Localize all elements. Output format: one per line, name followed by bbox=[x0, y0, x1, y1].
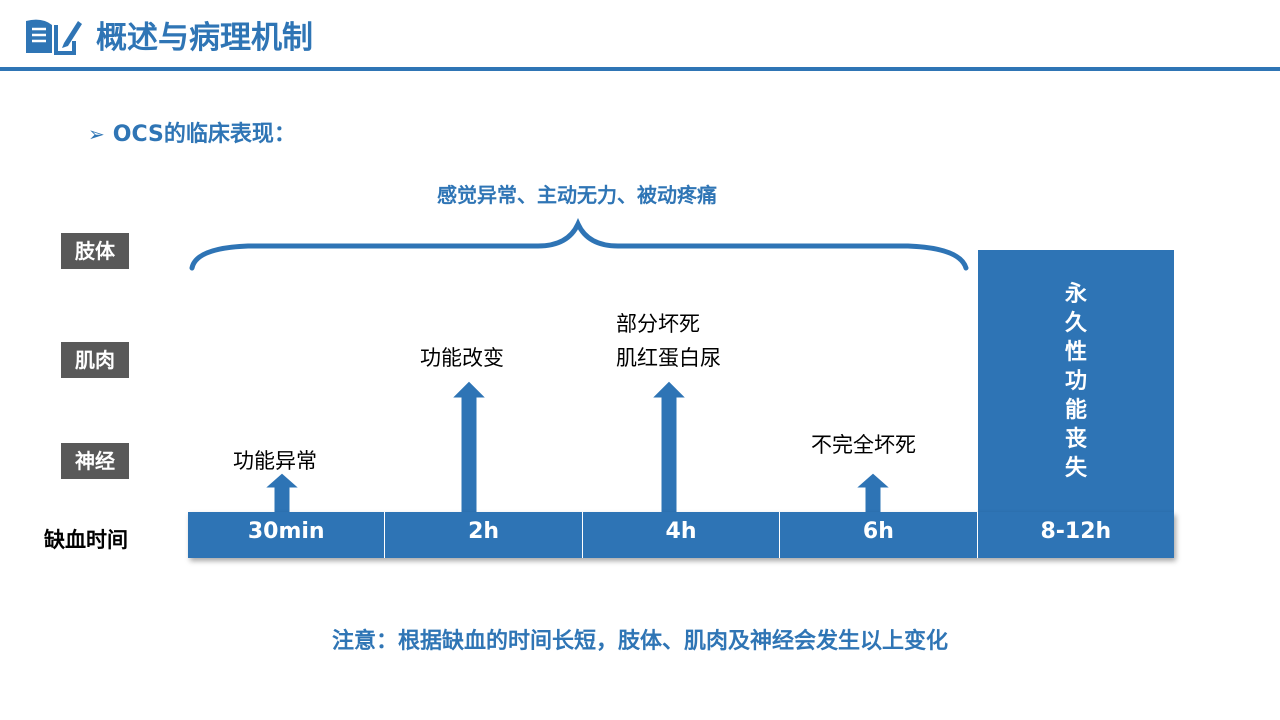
arrow-up-icon bbox=[651, 380, 687, 514]
permanent-char: 能 bbox=[1064, 398, 1087, 423]
timeline-segment-6h: 6h bbox=[780, 512, 978, 558]
footnote: 注意：根据缺血的时间长短，肢体、肌肉及神经会发生以上变化 bbox=[331, 629, 948, 654]
row-label-limb: 肢体 bbox=[61, 233, 129, 269]
row-label-nerve: 神经 bbox=[61, 443, 129, 479]
permanent-char: 永 bbox=[1064, 282, 1087, 307]
event-myoglobinuria: 肌红蛋白尿 bbox=[616, 346, 721, 370]
limb-symptoms: 感觉异常、主动无力、被动疼痛 bbox=[437, 183, 717, 207]
bullet-arrow-icon: ➢ bbox=[88, 122, 105, 146]
curly-brace bbox=[189, 218, 969, 271]
arrow-up-icon bbox=[855, 472, 891, 514]
permanent-char: 失 bbox=[1064, 456, 1087, 481]
permanent-loss-text: 永 久 性 功 能 丧 失 bbox=[978, 280, 1174, 483]
page-title: 概述与病理机制 bbox=[96, 20, 313, 56]
arrow-up-icon bbox=[451, 380, 487, 514]
event-nerve-dysfunction: 功能异常 bbox=[233, 449, 317, 473]
section-title: OCS的临床表现： bbox=[112, 122, 296, 147]
timeline-segment-4h: 4h bbox=[582, 512, 781, 558]
timeline-segment-8-12h: 8-12h bbox=[977, 512, 1175, 558]
permanent-char: 功 bbox=[1064, 369, 1087, 394]
event-muscle-change: 功能改变 bbox=[420, 346, 504, 370]
title-divider bbox=[0, 67, 1280, 71]
event-incomplete-necrosis: 不完全坏死 bbox=[811, 433, 916, 457]
timeline-segment-30min: 30min bbox=[188, 512, 386, 558]
book-pen-icon bbox=[26, 19, 82, 55]
permanent-char: 久 bbox=[1064, 311, 1087, 336]
row-label-muscle: 肌肉 bbox=[61, 342, 129, 378]
row-label-time: 缺血时间 bbox=[44, 528, 128, 552]
timeline-segment-2h: 2h bbox=[385, 512, 583, 558]
permanent-char: 丧 bbox=[1064, 427, 1087, 452]
ischemia-timeline: 30min 2h 4h 6h 8-12h bbox=[188, 512, 1175, 558]
event-partial-necrosis: 部分坏死 bbox=[616, 312, 700, 336]
arrow-up-icon bbox=[264, 472, 300, 514]
section-heading: ➢ OCS的临床表现： bbox=[88, 118, 296, 151]
permanent-loss-box: 永 久 性 功 能 丧 失 bbox=[978, 250, 1174, 512]
permanent-char: 性 bbox=[1064, 340, 1087, 365]
